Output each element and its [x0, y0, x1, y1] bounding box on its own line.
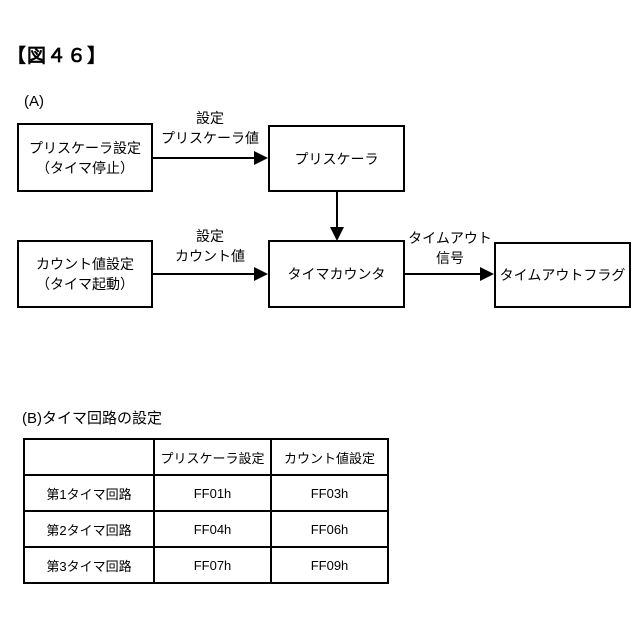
arrow-label-count-value: 設定 カウント値: [145, 226, 275, 266]
timer-settings-table: プリスケーラ設定 カウント値設定 第1タイマ回路 FF01h FF03h 第2タ…: [23, 438, 389, 584]
row-name-cell: 第1タイマ回路: [23, 474, 155, 512]
header-cell-prescaler-setting: プリスケーラ設定: [153, 438, 272, 476]
block-prescaler-setting: プリスケーラ設定 （タイマ停止）: [17, 123, 153, 192]
section-a-label: (A): [24, 93, 44, 110]
row-name-cell: 第2タイマ回路: [23, 510, 155, 548]
arrow-label-timeout-signal: タイムアウト 信号: [398, 228, 502, 268]
arrow-label-timeout-signal-line1: タイムアウト: [408, 230, 492, 246]
block-timer-counter-label: タイマカウンタ: [287, 266, 386, 282]
count-value-cell: FF09h: [270, 546, 389, 584]
prescaler-value-cell: FF01h: [153, 474, 272, 512]
arrow-label-timeout-signal-line2: 信号: [436, 250, 464, 266]
arrow-timeout-signal: [405, 267, 494, 281]
arrow-label-prescaler-value: 設定 プリスケーラ値: [145, 108, 275, 148]
block-prescaler-setting-line2: （タイマ停止）: [36, 159, 134, 176]
arrow-prescaler-to-counter: [330, 192, 344, 241]
block-timeout-flag-label: タイムアウトフラグ: [499, 267, 626, 283]
row-name-cell: 第3タイマ回路: [23, 546, 155, 584]
block-count-setting: カウント値設定 （タイマ起動）: [17, 240, 153, 308]
block-count-setting-line2: （タイマ起動）: [36, 276, 134, 292]
table-row: 第3タイマ回路 FF07h FF09h: [23, 546, 389, 584]
count-value-cell: FF03h: [270, 474, 389, 512]
table-header-row: プリスケーラ設定 カウント値設定: [23, 438, 389, 476]
arrow-count-value: [153, 267, 268, 281]
block-prescaler-label: プリスケーラ: [294, 150, 379, 167]
arrow-label-prescaler-value-line1: 設定: [196, 110, 224, 126]
section-b-label: (B)タイマ回路の設定: [22, 410, 162, 427]
block-timeout-flag: タイムアウトフラグ: [494, 242, 631, 308]
block-prescaler: プリスケーラ: [268, 125, 405, 192]
count-value-cell: FF06h: [270, 510, 389, 548]
block-timer-counter: タイマカウンタ: [268, 240, 405, 308]
arrow-prescaler-value: [153, 151, 268, 165]
arrow-label-count-value-line2: カウント値: [175, 248, 245, 264]
figure-title: 【図４６】: [7, 46, 108, 67]
table-row: 第1タイマ回路 FF01h FF03h: [23, 474, 389, 512]
table-row: 第2タイマ回路 FF04h FF06h: [23, 510, 389, 548]
block-prescaler-setting-line1: プリスケーラ設定: [29, 139, 141, 156]
block-count-setting-line1: カウント値設定: [36, 256, 134, 272]
header-cell-blank: [23, 438, 155, 476]
prescaler-value-cell: FF04h: [153, 510, 272, 548]
prescaler-value-cell: FF07h: [153, 546, 272, 584]
arrow-label-prescaler-value-line2: プリスケーラ値: [161, 130, 259, 146]
arrow-label-count-value-line1: 設定: [196, 228, 224, 244]
header-cell-count-setting: カウント値設定: [270, 438, 389, 476]
